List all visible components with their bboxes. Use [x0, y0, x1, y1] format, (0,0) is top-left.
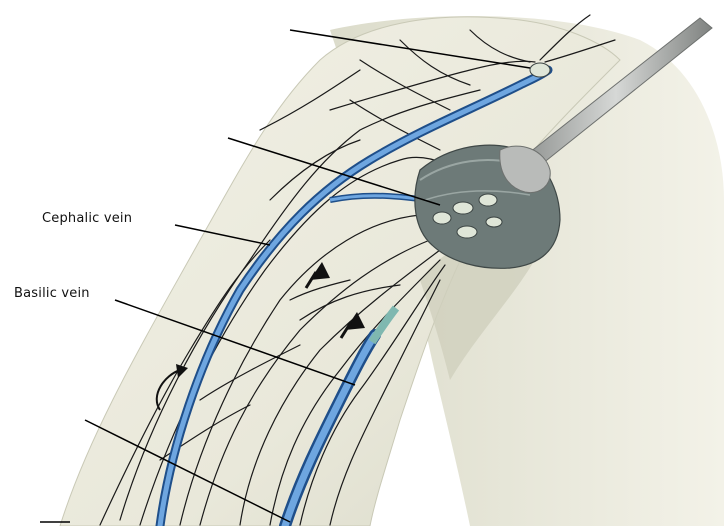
cephalic-vein-label: Cephalic vein: [42, 211, 132, 226]
basilic-vein-label: Basilic vein: [14, 286, 90, 301]
